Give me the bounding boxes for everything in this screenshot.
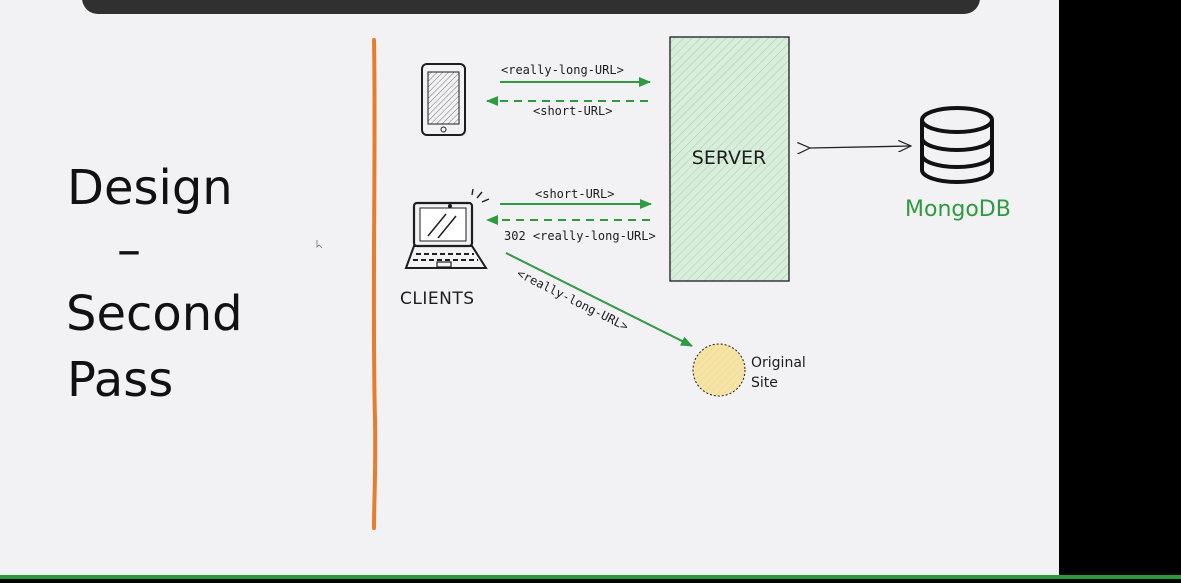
title-line-pass: Pass: [67, 352, 174, 408]
original-site-label-1: Original: [751, 355, 806, 371]
title-line-design: Design: [67, 160, 233, 216]
divider-line: [371, 38, 378, 530]
architecture-diagram: <really-long-URL> <short-URL> SERVER Mon…: [316, 36, 1011, 530]
arrow-server-db: [810, 146, 911, 148]
title-line-dash: –: [117, 222, 141, 278]
label-mid-response: 302 <really-long-URL>: [504, 229, 656, 243]
cursor-icon: [316, 240, 323, 249]
label-diagonal: <really-long-URL>: [515, 266, 631, 334]
right-blackout-region: [1059, 0, 1181, 575]
original-site-node: [692, 343, 746, 397]
mongodb-label: MongoDB: [905, 197, 1011, 222]
original-site-label-2: Site: [751, 375, 778, 391]
title-line-second: Second: [66, 286, 243, 342]
slide: Design – Second Pass: [0, 0, 1059, 575]
top-toolbar-bar: [82, 0, 980, 14]
server-label: SERVER: [692, 147, 766, 169]
laptop-icon: [404, 188, 490, 269]
server-box: SERVER: [669, 36, 790, 282]
phone-icon: [421, 63, 466, 136]
label-top-request: <really-long-URL>: [501, 63, 624, 77]
label-top-response: <short-URL>: [533, 104, 612, 118]
label-mid-request: <short-URL>: [535, 187, 614, 201]
bottom-green-border: [0, 575, 1181, 583]
database-icon: [920, 106, 994, 184]
arrow-laptop-to-original-site: [505, 252, 693, 347]
clients-label: CLIENTS: [400, 289, 475, 309]
